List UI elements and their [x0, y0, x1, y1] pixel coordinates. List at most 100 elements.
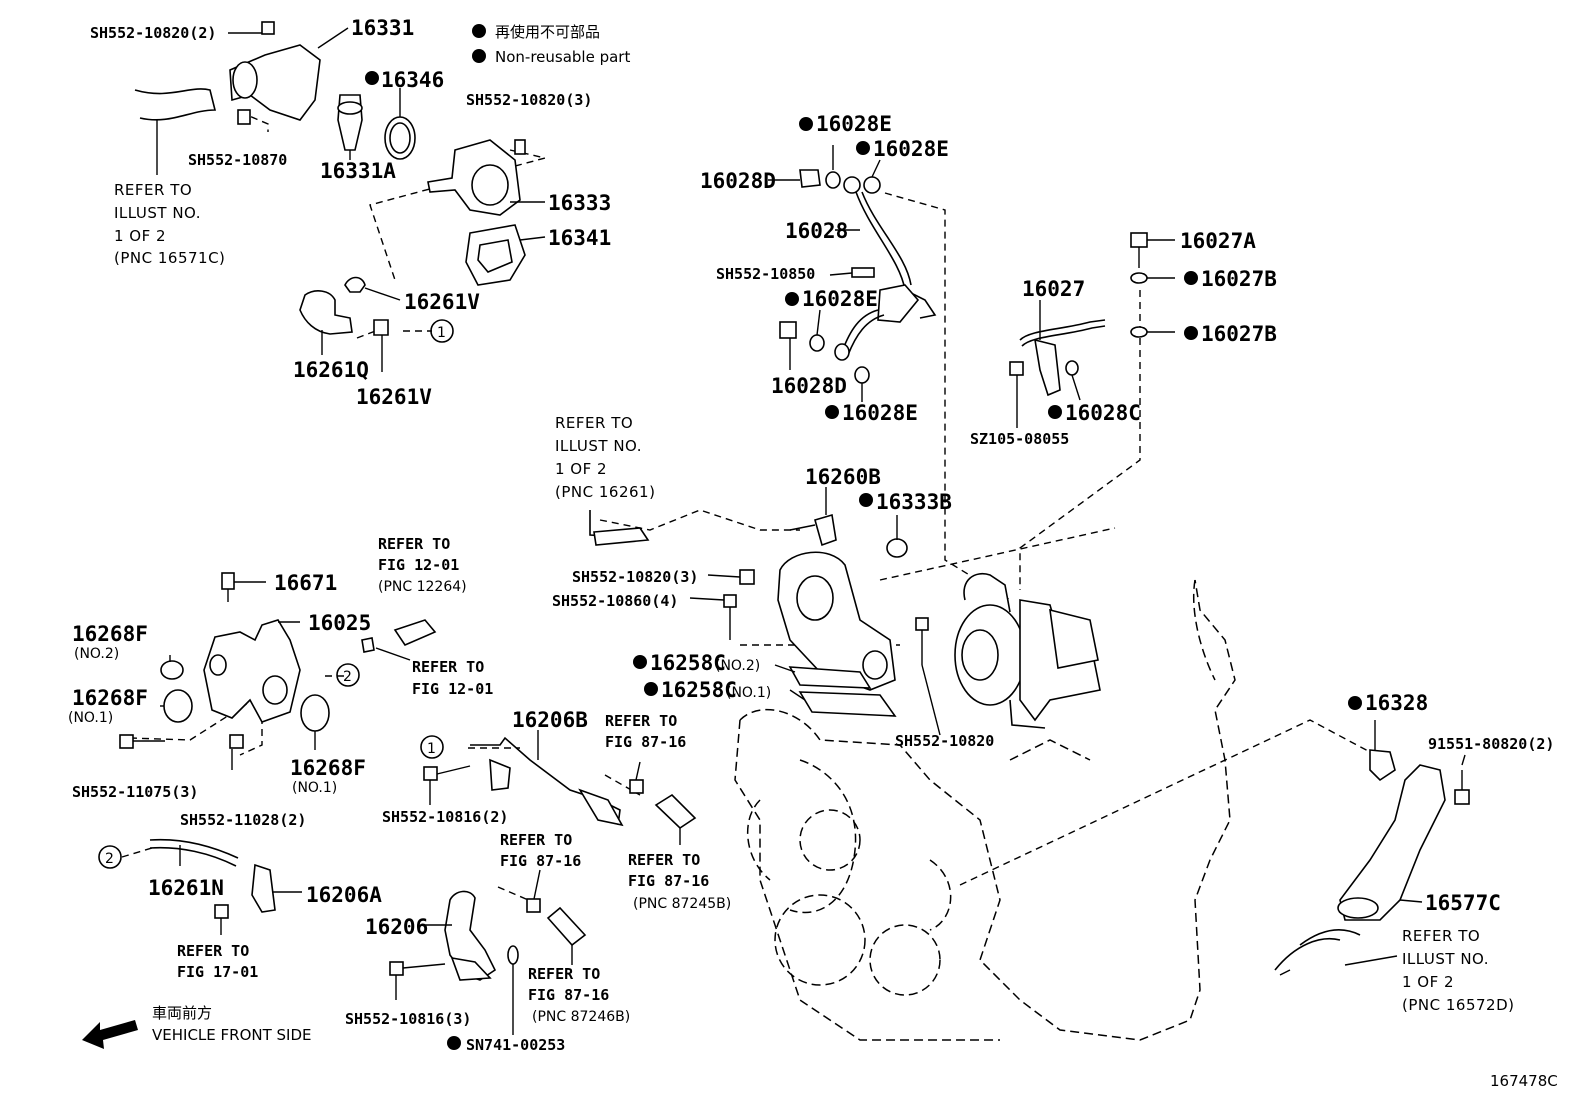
non-reusable-dot-icon	[785, 292, 799, 306]
refer-note-line: REFER TO	[628, 851, 700, 869]
refer-note: REFER TO FIG 87-16	[500, 831, 581, 870]
refer-note-line: FIG 87-16	[528, 986, 609, 1004]
circled-references: 1 2 1 2	[98, 319, 454, 869]
part-label-16028E: 16028E	[873, 137, 949, 161]
sub-label: (NO.2)	[74, 646, 119, 662]
part-label-16331A: 16331A	[320, 159, 396, 183]
part-label-16206B: 16206B	[512, 708, 588, 732]
part-label-16027B: 16027B	[1201, 322, 1277, 346]
refer-note: REFER TO FIG 12-01	[412, 658, 493, 698]
leader-lines	[160, 27, 1466, 1000]
legend-jp: 再使用不可部品	[495, 23, 600, 41]
part-label-16341: 16341	[548, 226, 611, 250]
circled-ref-label: 1	[427, 741, 436, 757]
code-label: SH552-10820(2)	[90, 24, 216, 42]
refer-note: REFER TO ILLUST NO. 1 OF 2 (PNC 16261)	[555, 414, 655, 501]
code-label: SH552-10820(3)	[466, 91, 592, 109]
refer-note-line: REFER TO	[412, 658, 484, 676]
part-label-16331: 16331	[351, 16, 414, 40]
refer-notes: REFER TO ILLUST NO. 1 OF 2 (PNC 16571C) …	[114, 181, 1514, 1025]
direction-jp: 車両前方	[152, 1004, 212, 1022]
sub-label: (NO.2)	[715, 658, 760, 674]
legend: 再使用不可部品 Non-reusable part	[472, 23, 630, 66]
circled-ref-label: 2	[105, 851, 114, 867]
refer-note-line: FIG 12-01	[378, 556, 459, 574]
refer-note-line: (PNC 16261)	[555, 483, 655, 501]
part-label-16028E: 16028E	[802, 287, 878, 311]
part-label-16028E: 16028E	[816, 112, 892, 136]
part-label-16577C: 16577C	[1425, 891, 1501, 915]
refer-note-line: ILLUST NO.	[114, 204, 201, 222]
non-reusable-markers	[365, 71, 1362, 1050]
sub-labels: (NO.2) (NO.1) (NO.1) (NO.2) (NO.1)	[68, 646, 771, 796]
refer-note-line: REFER TO	[114, 181, 192, 199]
part-label-16261N: 16261N	[148, 876, 224, 900]
direction-en: VEHICLE FRONT SIDE	[152, 1026, 312, 1044]
part-label-16346: 16346	[381, 68, 444, 92]
code-label: SH552-10860(4)	[552, 592, 678, 610]
front-arrow-icon	[82, 1020, 138, 1049]
refer-note-line: REFER TO	[528, 965, 600, 983]
part-label-16028D: 16028D	[700, 169, 776, 193]
non-reusable-dot-icon	[859, 493, 873, 507]
refer-note-line: FIG 87-16	[500, 852, 581, 870]
non-reusable-dot-icon	[856, 141, 870, 155]
part-label-16268F: 16268F	[290, 756, 366, 780]
non-reusable-dot-icon	[472, 24, 486, 38]
part-label-16261V: 16261V	[404, 290, 480, 314]
part-label-16333B: 16333B	[876, 490, 952, 514]
refer-note: REFER TO ILLUST NO. 1 OF 2 (PNC 16571C)	[114, 181, 225, 267]
refer-note-line: (PNC 16572D)	[1402, 996, 1514, 1014]
sub-label: (NO.1)	[292, 780, 337, 796]
refer-note-line: REFER TO	[605, 712, 677, 730]
engine-block-outline	[734, 579, 1236, 1041]
code-label: SH552-10816(2)	[382, 808, 508, 826]
code-label: SH552-10870	[188, 151, 287, 169]
refer-note-line: REFER TO	[1402, 927, 1480, 945]
refer-note-line: REFER TO	[555, 414, 633, 432]
non-reusable-dot-icon	[633, 655, 647, 669]
part-label-16025: 16025	[308, 611, 371, 635]
code-label: SZ105-08055	[970, 430, 1069, 448]
circled-ref-1	[420, 735, 444, 759]
part-labels: 16331 16346 16331A 16333 16341 16261V 16…	[72, 16, 1501, 939]
part-label-16671: 16671	[274, 571, 337, 595]
refer-note: REFER TO ILLUST NO. 1 OF 2 (PNC 16572D)	[1402, 927, 1514, 1014]
part-label-16260B: 16260B	[805, 465, 881, 489]
refer-note: REFER TO FIG 12-01 (PNC 12264)	[378, 535, 467, 595]
refer-note-line: FIG 12-01	[412, 680, 493, 698]
circled-ref-1	[430, 319, 454, 343]
refer-note-line: 1 OF 2	[555, 460, 607, 478]
refer-note-line: ILLUST NO.	[555, 437, 642, 455]
non-reusable-dot-icon	[825, 405, 839, 419]
refer-note-line: (PNC 87245B)	[633, 896, 731, 912]
circled-ref-2	[98, 845, 122, 869]
refer-note-line: ILLUST NO.	[1402, 950, 1489, 968]
part-label-16028D: 16028D	[771, 374, 847, 398]
part-drawings	[119, 21, 1470, 1035]
figure-id: 167478C	[1490, 1072, 1558, 1090]
code-label: SH552-10816(3)	[345, 1010, 471, 1028]
circled-ref-label: 1	[437, 325, 446, 341]
refer-note-line: (PNC 87246B)	[532, 1009, 630, 1025]
refer-note-line: REFER TO	[177, 942, 249, 960]
part-label-16268F: 16268F	[72, 686, 148, 710]
circled-ref-2	[336, 663, 360, 687]
part-label-16206: 16206	[365, 915, 428, 939]
non-reusable-dot-icon	[365, 71, 379, 85]
code-label: SH552-10820(3)	[572, 568, 698, 586]
refer-note: REFER TO FIG 87-16	[605, 712, 686, 751]
part-label-16028E: 16028E	[842, 401, 918, 425]
refer-note-line: (PNC 16571C)	[114, 249, 225, 267]
non-reusable-dot-icon	[472, 49, 486, 63]
refer-note: REFER TO FIG 87-16 (PNC 87246B)	[528, 965, 630, 1025]
refer-note-line: FIG 87-16	[605, 733, 686, 751]
part-label-16261Q: 16261Q	[293, 358, 369, 382]
refer-note-line: FIG 17-01	[177, 963, 258, 981]
non-reusable-dot-icon	[1184, 326, 1198, 340]
refer-note: REFER TO FIG 17-01	[177, 942, 258, 981]
code-label: SH552-11075(3)	[72, 783, 198, 801]
legend-en: Non-reusable part	[495, 48, 630, 66]
circled-ref-label: 2	[343, 669, 352, 685]
